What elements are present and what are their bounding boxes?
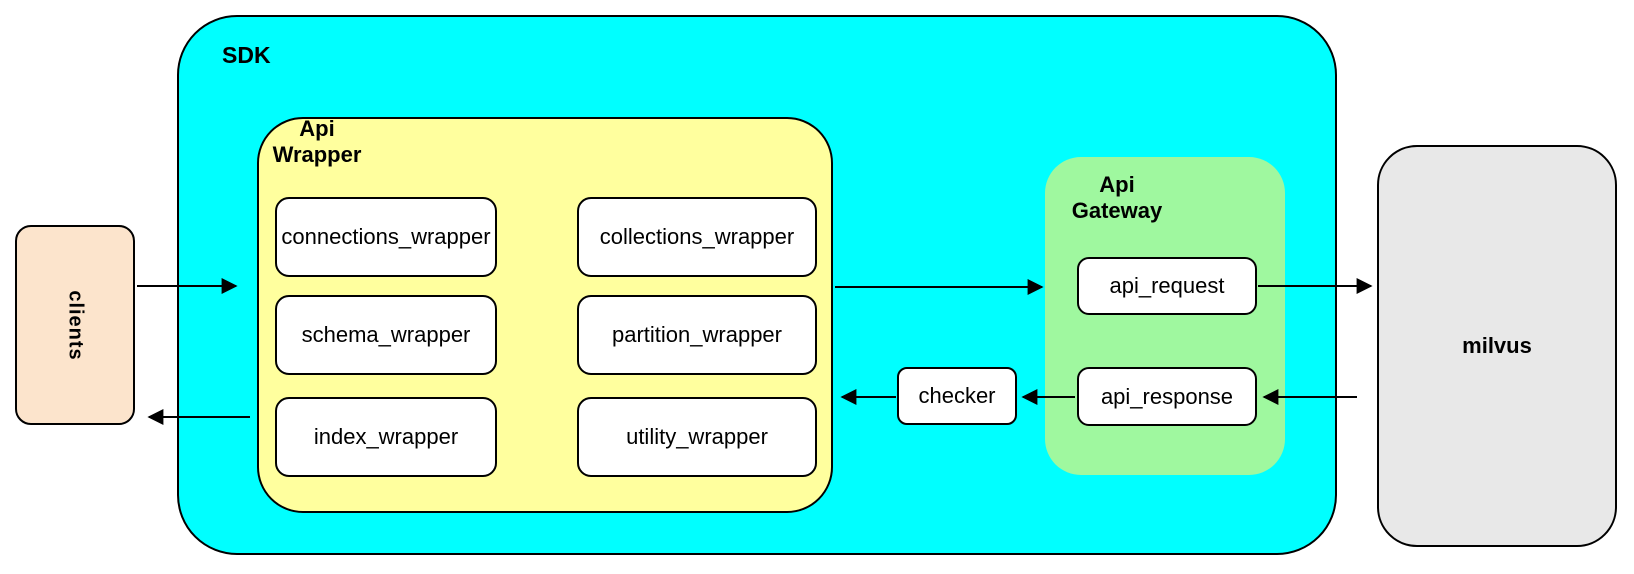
node-api-request: api_request — [1077, 257, 1257, 315]
node-checker: checker — [897, 367, 1017, 425]
api-gateway-label-line2: Gateway — [1071, 198, 1163, 223]
node-index-wrapper: index_wrapper — [275, 397, 497, 477]
api-wrapper-label: Api Wrapper — [256, 116, 378, 168]
api-wrapper-label-line1: Api — [299, 116, 335, 141]
node-connections-wrapper: connections_wrapper — [275, 197, 497, 277]
node-clients: clients — [15, 225, 135, 425]
node-schema-wrapper: schema_wrapper — [275, 295, 497, 375]
clients-label: clients — [64, 289, 87, 361]
node-milvus: milvus — [1377, 145, 1617, 547]
api-gateway-label-line1: Api — [1099, 172, 1135, 197]
node-api-response: api_response — [1077, 367, 1257, 426]
node-utility-wrapper: utility_wrapper — [577, 397, 817, 477]
api-wrapper-label-line2: Wrapper — [272, 142, 362, 167]
sdk-label: SDK — [222, 42, 271, 68]
node-collections-wrapper: collections_wrapper — [577, 197, 817, 277]
api-gateway-label: Api Gateway — [1057, 172, 1177, 224]
node-partition-wrapper: partition_wrapper — [577, 295, 817, 375]
